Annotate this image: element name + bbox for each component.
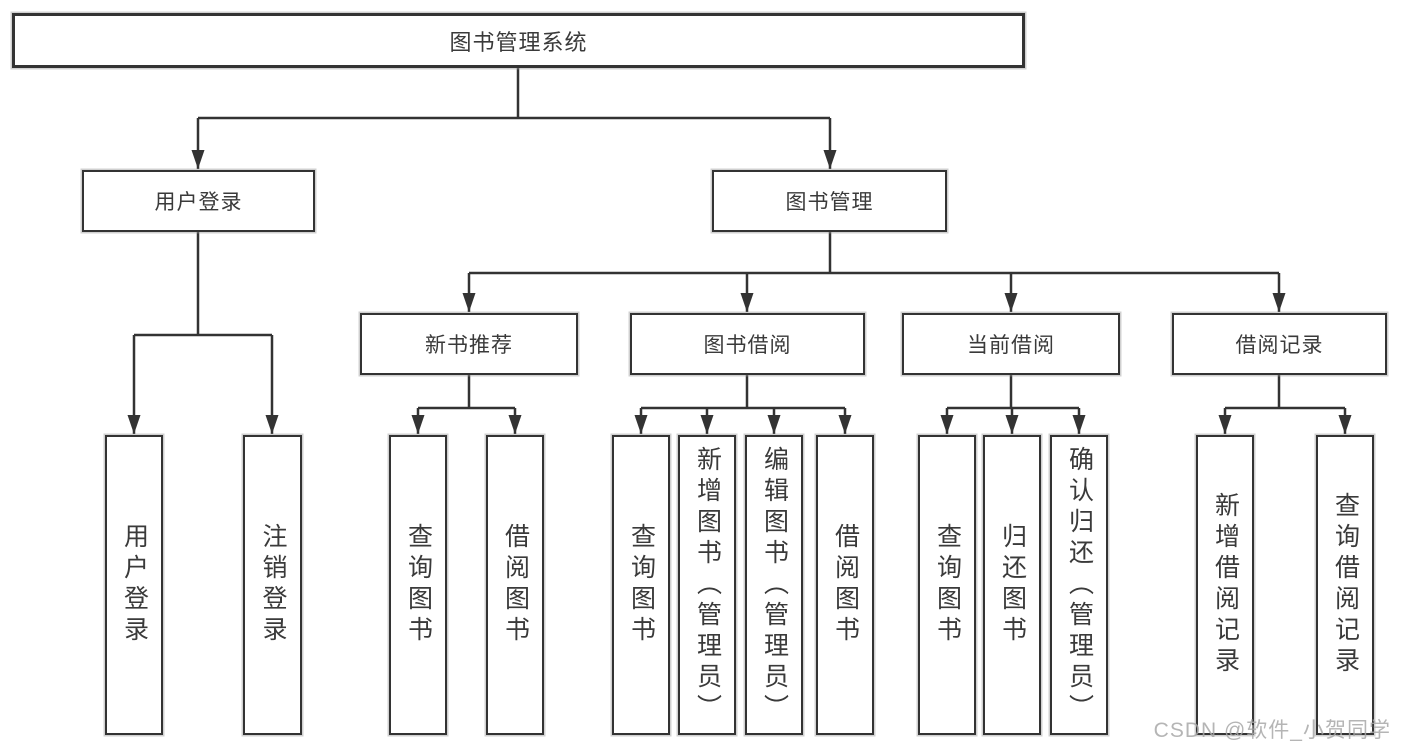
leaf-logout-label: 注销登录 [259, 523, 287, 647]
node-book-mgmt: 图书管理 [712, 170, 947, 232]
leaf-bb-query-label: 查询图书 [627, 523, 656, 647]
node-user-login-label: 用户登录 [154, 191, 243, 214]
leaf-cb-query: 查询图书 [918, 435, 976, 735]
connector-bookmgmt-to-level3 [469, 232, 1279, 275]
node-records: 借阅记录 [1172, 313, 1387, 375]
leaf-br-add: 新增借阅记录 [1196, 435, 1254, 735]
leaf-nb-query: 查询图书 [389, 435, 447, 735]
node-current-label: 当前借阅 [967, 334, 1055, 357]
leaf-cb-query-label: 查询图书 [933, 523, 962, 647]
connector-current-group [947, 375, 1079, 410]
leaf-cb-return: 归还图书 [983, 435, 1041, 735]
leaf-bb-borrow: 借阅图书 [816, 435, 874, 735]
leaf-logout: 注销登录 [243, 435, 302, 735]
leaf-bb-edit: 编辑图书（管理员） [745, 435, 803, 735]
leaf-cb-confirm-label: 确认归还（管理员） [1065, 445, 1094, 725]
connector-newbook-group [418, 375, 515, 410]
leaf-cb-confirm: 确认归还（管理员） [1050, 435, 1108, 735]
connector-borrow-group [641, 375, 845, 410]
leaf-nb-borrow-label: 借阅图书 [501, 523, 530, 647]
node-root: 图书管理系统 [12, 13, 1025, 68]
leaf-login-label: 用户登录 [120, 523, 149, 647]
connector-userlogin-group [134, 232, 272, 337]
node-root-label: 图书管理系统 [449, 29, 588, 55]
node-user-login: 用户登录 [82, 170, 315, 232]
leaf-bb-add: 新增图书（管理员） [678, 435, 736, 735]
leaf-nb-borrow: 借阅图书 [486, 435, 544, 735]
csdn-watermark: CSDN @软件_小贺同学 [1153, 719, 1391, 742]
node-new-book: 新书推荐 [360, 313, 578, 375]
leaf-br-query-label: 查询借阅记录 [1331, 492, 1360, 678]
leaf-cb-return-label: 归还图书 [998, 523, 1027, 647]
connector-root-to-level2 [198, 68, 830, 120]
leaf-bb-borrow-label: 借阅图书 [831, 523, 860, 647]
leaf-bb-edit-label: 编辑图书（管理员） [760, 445, 789, 725]
leaf-nb-query-label: 查询图书 [404, 523, 433, 647]
node-new-book-label: 新书推荐 [425, 334, 513, 357]
leaf-br-query: 查询借阅记录 [1316, 435, 1374, 735]
leaf-login: 用户登录 [105, 435, 163, 735]
node-book-mgmt-label: 图书管理 [785, 191, 874, 214]
leaf-bb-query: 查询图书 [612, 435, 670, 735]
connector-records-group [1225, 375, 1345, 410]
node-borrow: 图书借阅 [630, 313, 865, 375]
node-records-label: 借阅记录 [1235, 334, 1324, 357]
leaf-br-add-label: 新增借阅记录 [1211, 492, 1240, 678]
node-borrow-label: 图书借阅 [703, 334, 792, 357]
leaf-bb-add-label: 新增图书（管理员） [693, 445, 722, 725]
node-current: 当前借阅 [902, 313, 1120, 375]
